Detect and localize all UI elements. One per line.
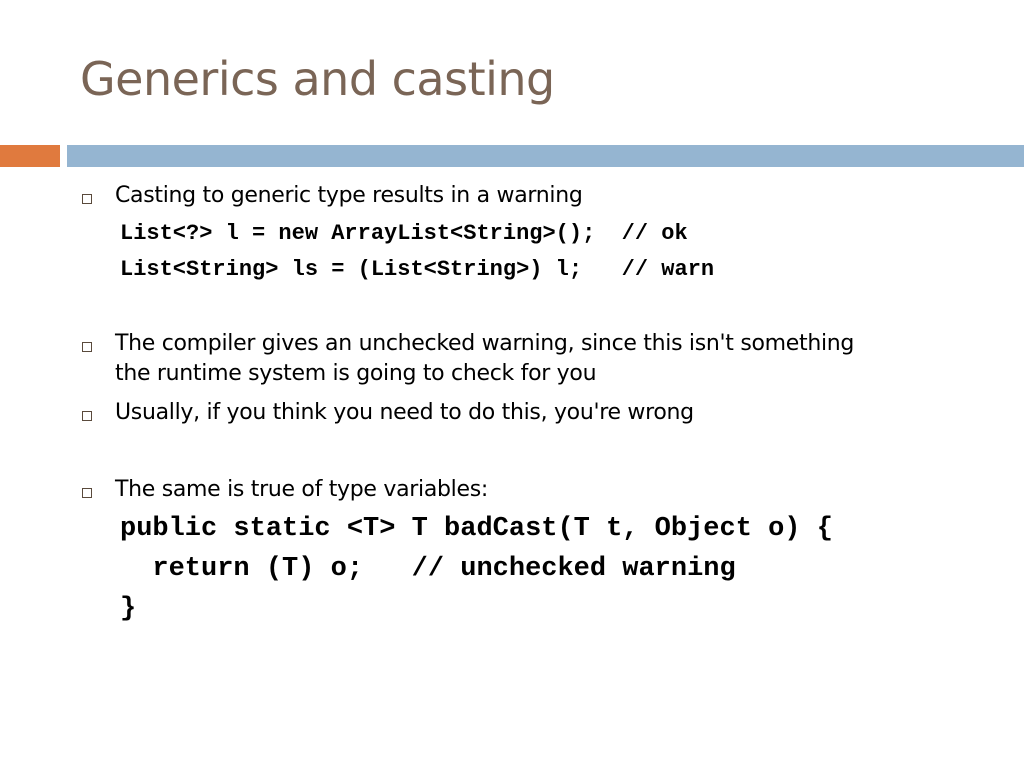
bullet-text: The same is true of type variables: xyxy=(115,477,488,502)
hollow-square-bullet-icon xyxy=(82,411,92,421)
hollow-square-bullet-icon xyxy=(82,342,92,352)
accent-bar xyxy=(0,145,60,167)
code-line: List<String> ls = (List<String>) l; // w… xyxy=(120,257,715,282)
header-rule-bar xyxy=(67,145,1024,167)
bullet-text: The compiler gives an unchecked warning,… xyxy=(115,331,855,356)
bullet-text-continuation: the runtime system is going to check for… xyxy=(115,361,597,386)
code-line: public static <T> T badCast(T t, Object … xyxy=(120,514,833,544)
hollow-square-bullet-icon xyxy=(82,488,92,498)
hollow-square-bullet-icon xyxy=(82,194,92,204)
slide-title: Generics and casting xyxy=(80,52,555,106)
code-line: } xyxy=(120,594,137,624)
code-line: return (T) o; // unchecked warning xyxy=(120,554,736,584)
bullet-text: Usually, if you think you need to do thi… xyxy=(115,400,694,425)
code-line: List<?> l = new ArrayList<String>(); // … xyxy=(120,221,688,246)
bullet-text: Casting to generic type results in a war… xyxy=(115,183,583,208)
